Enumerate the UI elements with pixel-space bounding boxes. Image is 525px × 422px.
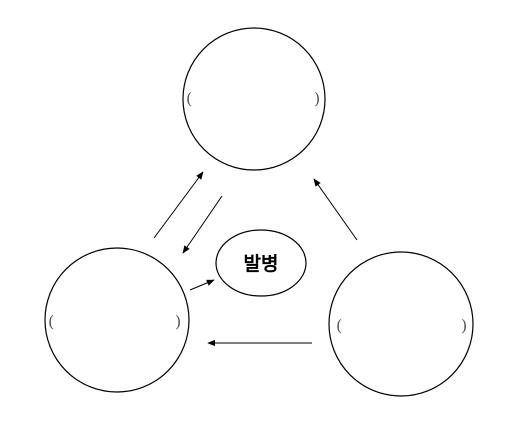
top-factor-node: ( ) <box>182 27 326 171</box>
center-label: 발병 <box>244 253 279 275</box>
left-open-paren: ( <box>48 312 54 331</box>
top-open-paren: ( <box>186 89 192 108</box>
right-close-paren: ) <box>461 316 467 335</box>
arrow-left-to-center <box>189 279 215 291</box>
left-factor-node: ( ) <box>44 247 190 393</box>
arrow-top-to-left <box>182 195 223 254</box>
right-factor-node: ( ) <box>328 251 474 397</box>
right-open-paren: ( <box>336 316 342 335</box>
disease-onset-node: 발병 <box>215 229 307 297</box>
arrow-left-to-top <box>153 171 204 239</box>
right-circle <box>328 251 474 397</box>
center-ellipse <box>215 229 307 297</box>
top-close-paren: ) <box>314 89 320 108</box>
left-close-paren: ) <box>175 312 181 331</box>
arrow-right-to-top <box>313 178 358 241</box>
top-circle <box>182 27 326 171</box>
left-circle <box>44 247 190 393</box>
